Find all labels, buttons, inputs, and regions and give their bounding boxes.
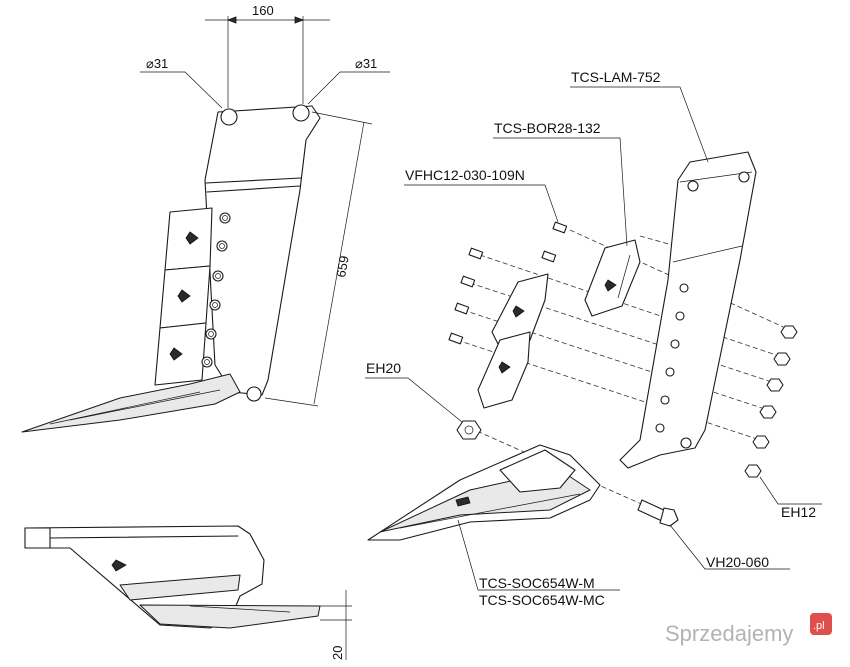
dim-659-line bbox=[313, 121, 365, 405]
strip-mark-1 bbox=[185, 231, 199, 245]
label-soc-mc: TCS-SOC654W-MC bbox=[479, 592, 605, 608]
plate-bend-line bbox=[205, 177, 302, 184]
lam-bend-2 bbox=[672, 245, 743, 263]
watermark: Sprzedajemy .pl bbox=[665, 613, 832, 646]
strip-mark-3 bbox=[169, 347, 183, 361]
dim-hole-left: ⌀31 bbox=[146, 56, 168, 71]
lam-plate bbox=[619, 151, 757, 469]
soc-shank bbox=[499, 449, 576, 493]
side-tube-end bbox=[24, 527, 51, 549]
side-mark bbox=[111, 559, 127, 572]
arrow bbox=[294, 16, 305, 24]
side-view: 20 bbox=[24, 525, 352, 660]
strip-exploded-mark-2 bbox=[498, 361, 511, 374]
strip-exploded-mark-1 bbox=[512, 305, 525, 318]
dim-width: 160 bbox=[252, 3, 274, 18]
side-wear-plate bbox=[119, 574, 241, 601]
plate-bend-line-2 bbox=[206, 185, 301, 193]
nut-eh20 bbox=[456, 420, 482, 440]
watermark-badge bbox=[810, 613, 832, 635]
exploded-view: TCS-LAM-752 TCS-BOR28-132 VFHC12-030-109… bbox=[365, 69, 822, 608]
dim-thickness: 20 bbox=[330, 646, 345, 660]
lam-hole-2 bbox=[738, 171, 750, 183]
leader-eh20 bbox=[365, 377, 463, 423]
label-bor: TCS-BOR28-132 bbox=[494, 120, 601, 136]
lam-hole-1 bbox=[687, 180, 699, 192]
dim-height: 659 bbox=[333, 255, 352, 279]
soc-mark bbox=[455, 496, 471, 507]
label-eh20: EH20 bbox=[366, 360, 401, 376]
nuts-eh12 bbox=[744, 325, 798, 478]
leader-eh12 bbox=[759, 476, 822, 505]
label-soc-m: TCS-SOC654W-M bbox=[479, 575, 595, 591]
leader-bor bbox=[493, 137, 628, 247]
strip-mark-2 bbox=[177, 289, 191, 303]
leader-soc bbox=[457, 519, 620, 591]
bor-mark bbox=[604, 279, 617, 292]
lam-pivot-hole bbox=[680, 437, 692, 449]
pivot-pin bbox=[246, 386, 262, 402]
bor-edge bbox=[617, 254, 631, 299]
label-vh20: VH20-060 bbox=[706, 554, 769, 570]
dim-659-ext-top bbox=[311, 111, 373, 125]
leader-vfhc bbox=[404, 184, 559, 223]
dim-659-ext-bottom bbox=[264, 397, 319, 407]
front-bolts bbox=[201, 212, 231, 368]
dim-hole-right: ⌀31 bbox=[355, 56, 377, 71]
watermark-text: Sprzedajemy bbox=[665, 621, 793, 646]
label-lam: TCS-LAM-752 bbox=[571, 69, 661, 85]
assembly-lines bbox=[456, 229, 791, 511]
soc-edge bbox=[399, 493, 581, 529]
front-view: 160 ⌀31 ⌀31 659 bbox=[21, 3, 390, 433]
bor-guard bbox=[584, 239, 641, 317]
nut-eh20-bore bbox=[464, 425, 474, 435]
hole-left bbox=[220, 108, 238, 126]
leader-lam bbox=[570, 86, 709, 163]
watermark-suffix: .pl bbox=[813, 620, 825, 632]
label-eh12: EH12 bbox=[781, 504, 816, 520]
hole-right bbox=[292, 104, 310, 122]
carriage-bolts bbox=[448, 221, 568, 345]
leader-hole-right bbox=[307, 71, 390, 105]
side-top-edge bbox=[49, 535, 239, 539]
bolt-vh20-head bbox=[659, 507, 679, 527]
share-edge-2 bbox=[69, 389, 221, 421]
label-vfhc: VFHC12-030-109N bbox=[405, 167, 525, 183]
lam-bolt-holes bbox=[655, 283, 689, 433]
side-share-edge bbox=[189, 605, 291, 613]
leader-vh20 bbox=[669, 524, 790, 570]
front-share-tip bbox=[21, 373, 241, 433]
arrow bbox=[226, 16, 237, 24]
leader-hole-left bbox=[140, 71, 223, 109]
